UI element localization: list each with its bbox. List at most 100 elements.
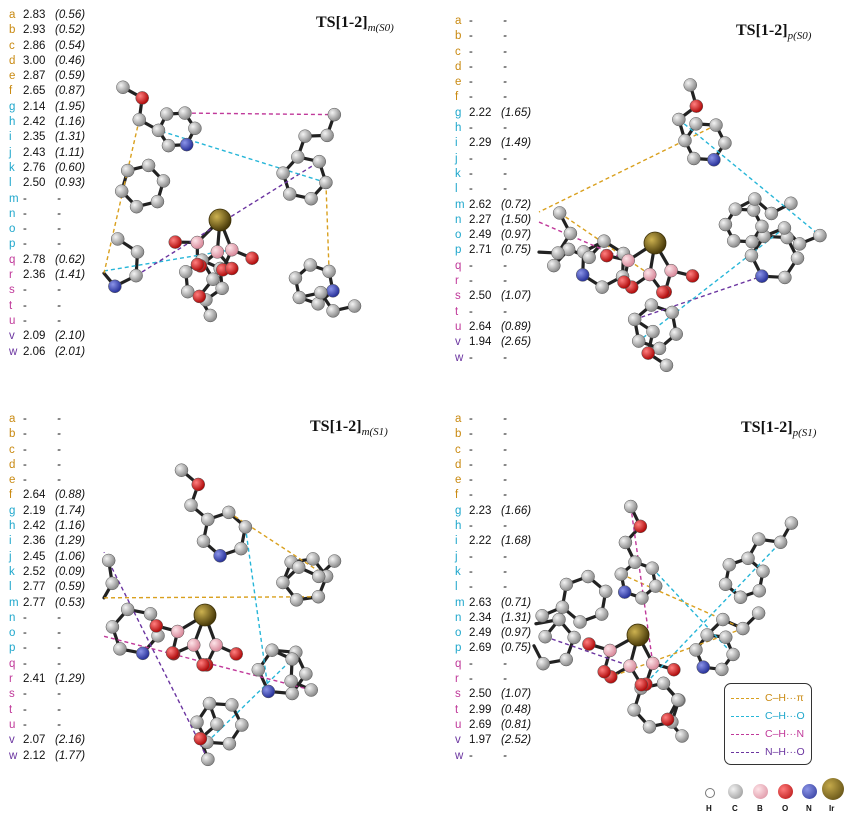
distance-row: r--	[455, 274, 531, 289]
atom	[741, 551, 755, 566]
energy-value: -	[57, 299, 61, 312]
atom	[687, 151, 701, 166]
atom	[675, 729, 689, 743]
atom	[289, 593, 304, 607]
energy-value: -	[503, 458, 507, 471]
interaction-label: f	[9, 85, 13, 98]
distance-value: -	[23, 703, 27, 716]
atom	[105, 620, 120, 634]
distance-value: 2.19	[23, 504, 46, 517]
interaction-label: i	[455, 137, 458, 150]
atom	[193, 731, 208, 746]
interaction-label: q	[9, 253, 16, 266]
atom	[222, 736, 237, 751]
atom	[722, 558, 737, 572]
atom	[656, 285, 670, 300]
distance-value: -	[23, 284, 27, 297]
atom	[552, 206, 567, 220]
interaction-label: j	[455, 550, 458, 563]
interaction-label: n	[9, 207, 16, 220]
atom-key-n	[802, 784, 817, 799]
interaction-label: w	[455, 749, 464, 762]
distance-row: j--	[455, 152, 531, 167]
distance-row: o--	[9, 626, 85, 641]
atom	[621, 253, 635, 268]
interaction-label: c	[9, 39, 15, 52]
distance-row: f--	[455, 488, 531, 503]
atom	[567, 630, 581, 645]
atom	[643, 267, 657, 282]
distance-row: h--	[455, 121, 531, 136]
atom	[715, 662, 729, 677]
energy-value: -	[503, 259, 507, 272]
interaction-label: o	[455, 229, 462, 242]
distance-row: d--	[455, 458, 531, 473]
distance-value: 2.14	[23, 100, 46, 113]
atom	[617, 275, 631, 289]
distance-value: 2.41	[23, 673, 46, 686]
interaction-label: s	[455, 290, 461, 303]
interaction-label: r	[9, 269, 13, 282]
distance-value: -	[23, 299, 27, 312]
distance-value: -	[469, 443, 473, 456]
atom	[536, 656, 550, 671]
atom	[203, 308, 218, 323]
atom	[291, 150, 305, 164]
atom	[598, 584, 613, 599]
energy-value: (0.88)	[55, 489, 86, 502]
distance-value: 1.94	[469, 336, 492, 349]
atom	[303, 258, 318, 272]
atom	[547, 258, 561, 273]
atom	[575, 268, 590, 282]
interaction-label: n	[455, 611, 462, 624]
distance-row: l--	[455, 182, 531, 197]
distance-value: 2.27	[469, 213, 492, 226]
distance-value: -	[469, 275, 473, 288]
atom	[671, 693, 685, 707]
energy-value: -	[57, 657, 61, 670]
atom	[261, 684, 276, 699]
atom	[752, 584, 767, 598]
distance-value: 1.97	[469, 734, 492, 747]
interaction-label: h	[455, 520, 462, 533]
structure-p-s0	[537, 78, 827, 373]
interaction-line	[538, 124, 717, 213]
energy-value: -	[503, 30, 507, 43]
atom	[234, 541, 248, 556]
distance-row: k--	[455, 167, 531, 182]
distance-value: -	[469, 489, 473, 502]
distance-row: n--	[9, 207, 85, 222]
interaction-label: p	[9, 238, 16, 251]
energy-value: (2.16)	[55, 734, 86, 747]
distance-value: 2.06	[23, 345, 46, 358]
atom	[210, 245, 225, 259]
interaction-label: l	[9, 581, 12, 594]
atom	[581, 569, 595, 584]
distance-value: 2.63	[469, 596, 492, 609]
interaction-line	[678, 118, 821, 237]
distance-value: 2.87	[23, 70, 46, 83]
energy-value: -	[503, 489, 507, 502]
energy-value: -	[57, 238, 61, 251]
energy-value: -	[503, 122, 507, 135]
atom	[311, 569, 326, 584]
atom	[196, 534, 211, 548]
atom	[665, 305, 679, 320]
energy-value: -	[57, 703, 61, 716]
energy-value: (1.16)	[55, 116, 86, 129]
atom	[116, 80, 130, 95]
atom	[718, 577, 733, 592]
atom	[813, 228, 827, 243]
distance-value: 2.50	[469, 688, 492, 701]
atom	[327, 554, 342, 568]
interaction-line	[640, 541, 782, 689]
atom	[733, 590, 748, 605]
atom-color-key: H C B O N Ir	[695, 778, 845, 816]
